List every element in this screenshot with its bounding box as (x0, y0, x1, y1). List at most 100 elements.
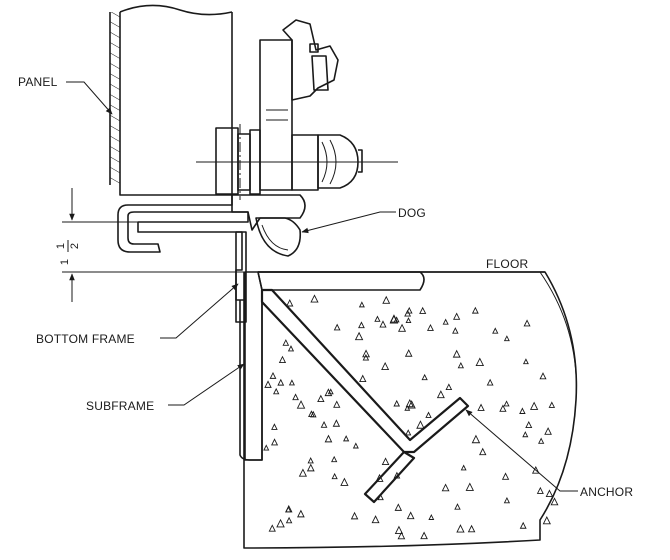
aggregate-speckle (525, 420, 533, 428)
aggregate-speckle (453, 312, 461, 320)
label-dog: DOG (398, 206, 426, 220)
aggregate-speckle (457, 361, 465, 369)
aggregate-speckle (317, 394, 325, 403)
aggregate-speckle (529, 401, 539, 410)
aggregate-speckle (308, 410, 315, 417)
label-anchor: ANCHOR (580, 485, 633, 499)
aggregate-speckle (471, 306, 479, 314)
aggregate-speckle (405, 317, 412, 323)
aggregate-speckle (324, 434, 333, 443)
dim-numerator: 1 (55, 243, 67, 249)
aggregate-speckle (389, 314, 399, 323)
aggregate-speckle (456, 524, 465, 533)
aggregate-speckle (374, 315, 381, 322)
aggregate-speckle (539, 372, 547, 380)
aggregate-speckle (269, 371, 277, 379)
aggregate-speckle (271, 438, 279, 446)
aggregate-speckle (452, 327, 459, 334)
aggregate-speckle (441, 483, 450, 492)
aggregate-speckle (445, 383, 453, 391)
aggregate-speckle (479, 447, 487, 456)
aggregate-speckle (416, 420, 425, 429)
aggregate-speckle (332, 419, 341, 427)
aggregate-speckle (536, 486, 544, 494)
aggregate-speckle (542, 516, 551, 525)
aggregate-speckle (307, 457, 314, 464)
aggregate-speckle (352, 442, 359, 449)
aggregate-speckle (285, 506, 292, 513)
aggregate-speckle (548, 401, 556, 408)
aggregate-speckle (407, 400, 416, 409)
aggregate-speckle (454, 503, 461, 510)
aggregate-speckle (292, 393, 299, 401)
aggregate-speckle (522, 358, 529, 365)
aggregate-speckle (428, 514, 435, 520)
aggregate-speckle (296, 400, 306, 409)
aggregate-speckle (362, 353, 370, 361)
dim-whole: 1 (59, 259, 71, 265)
aggregate-speckle (327, 388, 334, 395)
aggregate-speckle (381, 457, 390, 465)
aggregate-speckle (276, 518, 285, 528)
aggregate-speckle (475, 357, 485, 367)
aggregate-speckle (285, 516, 293, 524)
aggregate-speckle (288, 379, 295, 386)
aggregate-speckle (425, 411, 432, 418)
aggregate-speckle (501, 472, 510, 480)
aggregate-speckle (278, 355, 287, 363)
aggregate-speckle (394, 525, 404, 534)
aggregate-speckle (499, 404, 507, 412)
aggregate-speckle (271, 423, 278, 430)
aggregate-speckle (492, 327, 499, 334)
aggregate-speckle (382, 295, 391, 304)
aggregate-speckle (550, 497, 559, 506)
aggregate-speckle (331, 455, 338, 463)
aggregate-speckle (503, 496, 511, 504)
aggregate-speckle (404, 349, 413, 357)
panel (109, 4, 233, 195)
aggregate-speckle (358, 321, 365, 329)
aggregate-speckle (404, 309, 412, 317)
aggregate-speckle (477, 403, 485, 411)
aggregate-speckle (471, 434, 481, 444)
aggregate-speckle (282, 339, 290, 346)
aggregate-speckle (406, 511, 415, 520)
dog-assembly (196, 19, 398, 257)
aggregate-speckle (452, 349, 461, 358)
aggregate-speckle (362, 349, 371, 358)
aggregate-speckle (523, 319, 531, 327)
concrete-aggregate-speckles (263, 294, 559, 540)
aggregate-speckle (331, 472, 338, 480)
aggregate-speckle (486, 378, 494, 386)
aggregate-speckle (397, 323, 407, 332)
aggregate-speckle (397, 531, 406, 540)
dim-denominator: 2 (69, 243, 81, 249)
aggregate-speckle (421, 373, 428, 381)
label-floor: FLOOR (486, 257, 528, 271)
aggregate-speckle (442, 318, 449, 325)
bottom-frame (117, 185, 249, 323)
aggregate-speckle (405, 429, 412, 436)
label-panel: PANEL (18, 75, 58, 89)
aggregate-speckle (503, 335, 510, 342)
aggregate-speckle (393, 399, 401, 407)
aggregate-speckle (320, 420, 328, 428)
aggregate-speckle (350, 511, 359, 520)
dimension-one-and-half: 1 1 2 (55, 188, 258, 302)
aggregate-speckle (277, 378, 285, 386)
aggregate-speckle (519, 407, 526, 414)
aggregate-speckle (419, 306, 427, 314)
aggregate-speckle (522, 431, 529, 438)
leaders (66, 81, 578, 492)
aggregate-speckle (436, 390, 445, 399)
aggregate-speckle (503, 400, 510, 407)
aggregate-speckle (426, 323, 434, 331)
aggregate-speckle (531, 465, 540, 474)
floor-angle (244, 271, 425, 461)
aggregate-speckle (420, 531, 428, 540)
aggregate-speckle (306, 463, 315, 472)
aggregate-speckle (298, 468, 308, 477)
aggregate-speckle (264, 380, 272, 388)
aggregate-speckle (405, 398, 414, 408)
